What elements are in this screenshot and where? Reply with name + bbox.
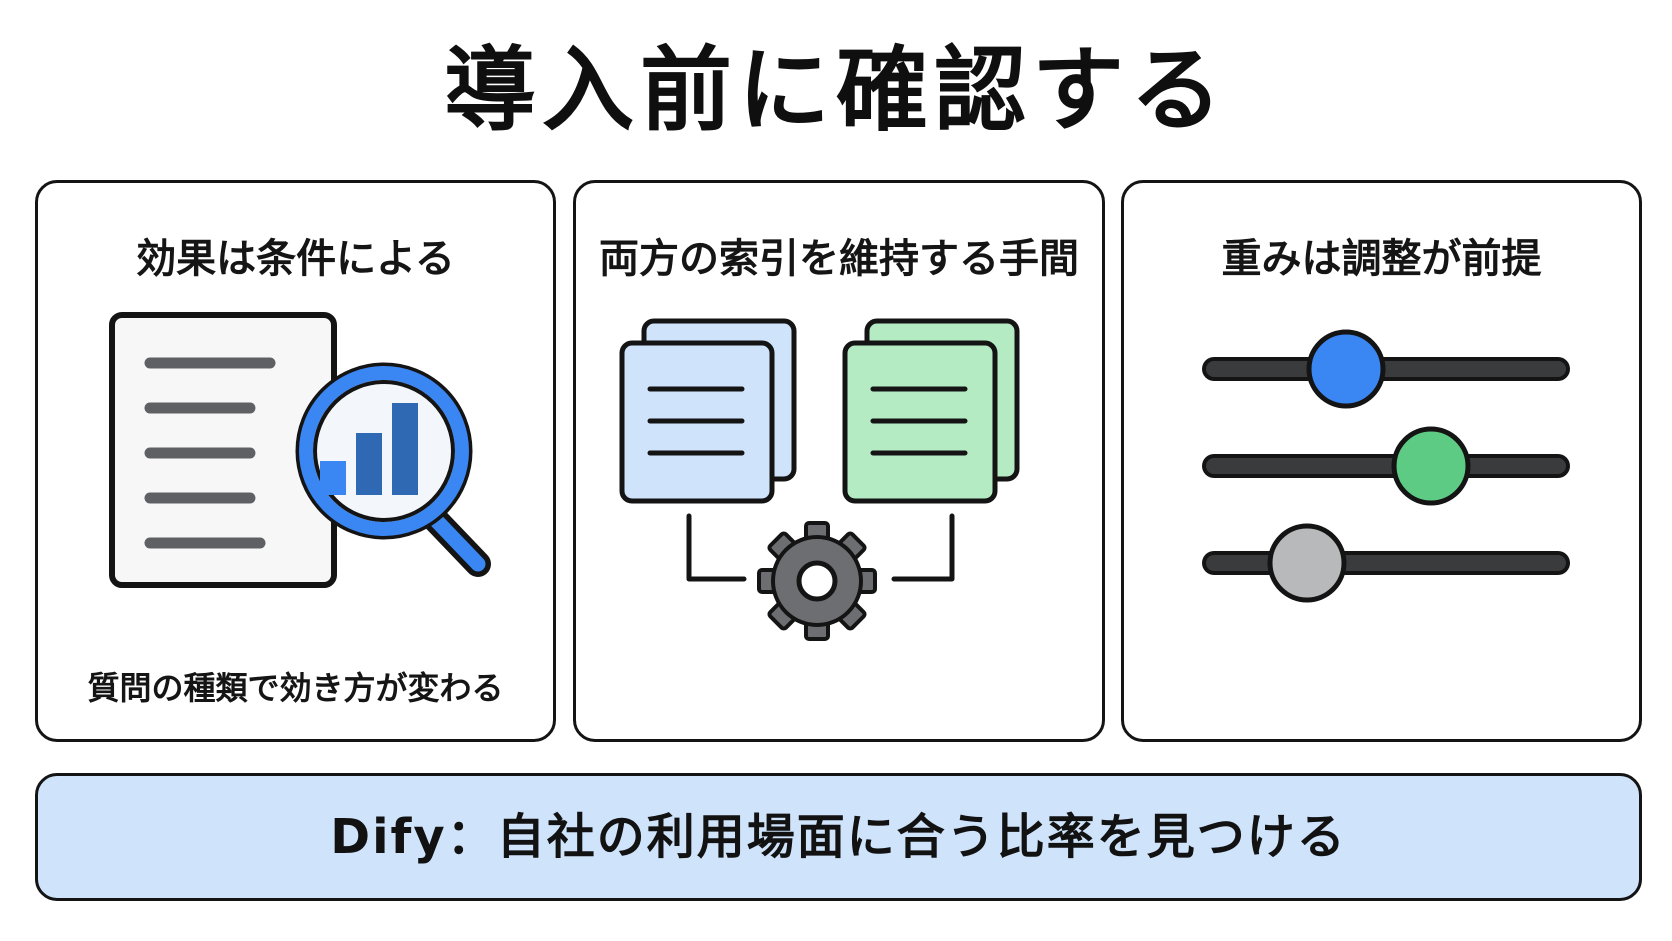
page-title: 導入前に確認する bbox=[443, 37, 1228, 144]
magnifier-handle bbox=[425, 509, 486, 572]
document-magnifier-icon bbox=[109, 312, 491, 588]
panel-caption-conditions: 質問の種類で効き方が変わる bbox=[87, 669, 504, 707]
bar-icon bbox=[356, 433, 382, 495]
connector-line bbox=[891, 513, 955, 582]
slider-knob-blue bbox=[1306, 329, 1386, 409]
conclusion-banner: Dify：自社の利用場面に合う比率を見つける bbox=[35, 773, 1642, 901]
panel-heading-conditions: 効果は条件による bbox=[136, 236, 455, 282]
gear-icon bbox=[757, 521, 877, 641]
panel-weights: 重みは調整が前提 bbox=[1121, 180, 1642, 742]
bar-icon bbox=[392, 403, 418, 495]
slider-weights-icon bbox=[1202, 329, 1570, 603]
panel-maintenance: 両方の索引を維持する手間 bbox=[573, 180, 1105, 742]
two-indexes-gear-icon bbox=[619, 318, 1020, 641]
slider-knob-gray bbox=[1267, 523, 1347, 603]
panel-heading-weights: 重みは調整が前提 bbox=[1221, 236, 1542, 282]
bar-icon bbox=[320, 461, 346, 495]
panel-conditions: 効果は条件による 質問の種類で効き方が変わる bbox=[35, 180, 556, 742]
slider-knob-green bbox=[1391, 426, 1471, 506]
connector-line bbox=[686, 513, 747, 582]
panel-heading-maintenance: 両方の索引を維持する手間 bbox=[599, 236, 1079, 282]
